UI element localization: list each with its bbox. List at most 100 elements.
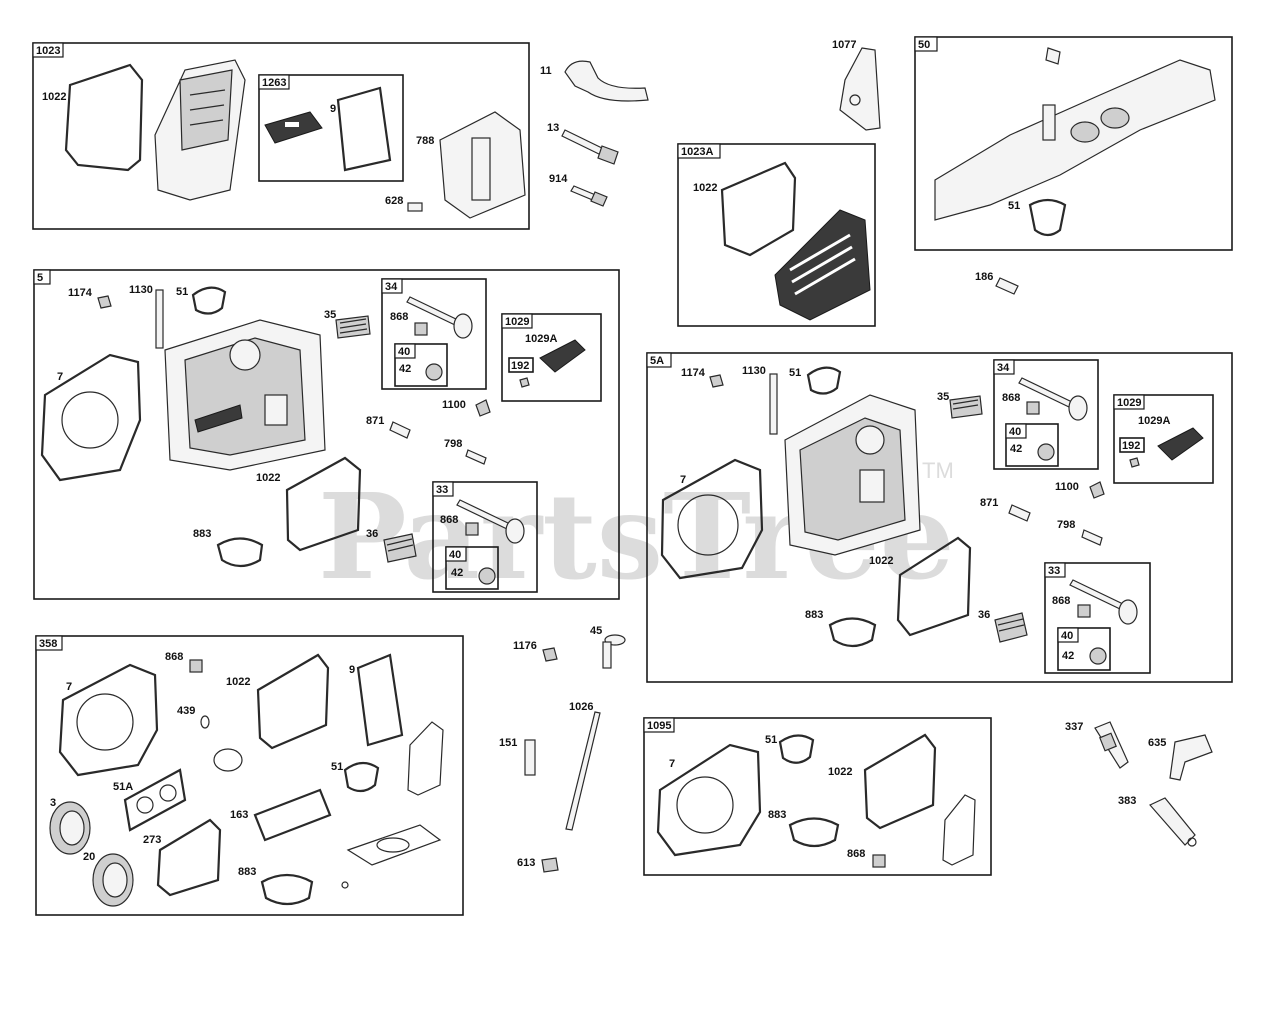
nut-1100[interactable]: 1100 [1055,481,1105,499]
group-1029[interactable]: 1029 [501,313,602,402]
gasket-9[interactable]: 9 [349,653,404,747]
head-gasket-7[interactable]: 7 [40,353,142,482]
o-ring[interactable] [213,748,243,772]
intake-valve[interactable] [456,499,525,544]
gasket-51[interactable]: 51 [176,286,227,315]
group-50[interactable]: 50 [914,36,1233,251]
group-40[interactable]: 40 [394,343,448,387]
group-1023A[interactable]: 1023A [677,143,876,327]
gasket-51[interactable]: 51 [331,761,380,793]
nut-1176[interactable]: 1176 [513,640,558,662]
gasket-1022[interactable]: 1022 [256,456,362,552]
breather-valve[interactable] [264,111,323,144]
group-33[interactable]: 33 [432,481,538,593]
gasket-plate[interactable] [346,824,442,866]
hose-11[interactable]: 11 [540,60,649,102]
head-gasket-7[interactable]: 7 [660,458,764,580]
group-5A[interactable]: 5A [646,352,1233,683]
spring-35[interactable]: 35 [937,391,983,419]
stud-798[interactable]: 798 [444,438,487,465]
dowel-151[interactable]: 151 [499,737,536,776]
gasket-1022[interactable]: 1022 [693,161,797,257]
screw-613[interactable]: 613 [517,857,559,873]
bracket-1077[interactable]: 1077 [832,39,881,131]
pin-45[interactable]: 45 [590,625,626,669]
valve-seal-868[interactable]: 868 [165,651,203,673]
tool-383[interactable]: 383 [1118,795,1197,847]
spring-36[interactable]: 36 [978,609,1028,643]
fitting-186[interactable]: 186 [975,271,1019,295]
gasket-51A[interactable]: 51A [113,768,187,832]
rocker-arm-1029A[interactable]: 1029A [525,333,586,373]
seal-439[interactable]: 439 [177,705,210,729]
valve-seal-868[interactable]: 868 [1052,595,1091,618]
group-192[interactable]: 192 [1119,437,1145,468]
gasket-883[interactable]: 883 [805,609,877,648]
gasket-9[interactable]: 9 [330,86,392,172]
rocker-cover-1023A[interactable] [774,209,871,321]
gasket-273[interactable]: 273 [143,818,222,897]
bracket-788[interactable]: 788 [416,111,526,219]
rocker-cover[interactable] [154,59,246,201]
screw-628[interactable]: 628 [385,195,423,212]
spring-35[interactable]: 35 [324,309,371,339]
gasket-1022[interactable]: 1022 [869,536,972,637]
pin-1130[interactable]: 1130 [129,284,164,349]
gasket-51[interactable]: 51 [789,366,842,395]
gasket-1022[interactable]: 1022 [42,63,144,172]
pushrod-1026[interactable]: 1026 [565,701,601,831]
stud-798[interactable]: 798 [1057,519,1103,546]
head-gasket-7[interactable]: 7 [58,663,159,777]
gasket-883[interactable]: 883 [768,809,840,848]
pin-1130[interactable]: 1130 [742,365,778,435]
group-34[interactable]: 34 [993,359,1099,470]
small-o-ring[interactable] [341,881,349,889]
group-34[interactable]: 34 [381,278,487,390]
retainer-42[interactable]: 42 [451,567,496,585]
seal-3[interactable]: 3 [49,797,91,855]
gasket-51[interactable]: 51 [765,734,815,764]
group-1263[interactable]: 1263 [258,74,404,182]
gasket-1022[interactable]: 1022 [226,653,330,750]
group-5[interactable]: 5 [33,269,620,600]
nut-1100[interactable]: 1100 [442,399,491,417]
group-40[interactable]: 40 [445,546,499,590]
cylinder-head[interactable] [784,394,921,556]
valve-seal-868[interactable]: 868 [1002,392,1040,415]
group-1095[interactable]: 1095 [643,717,992,876]
rocker-arm-1029A[interactable]: 1029A [1138,415,1204,461]
guide-871[interactable]: 871 [366,415,411,439]
group-33[interactable]: 33 [1044,562,1151,674]
valve-seal-868[interactable]: 868 [440,514,479,536]
intake-valve[interactable] [1069,579,1138,625]
group-192[interactable]: 192 [508,357,534,388]
retainer-42[interactable]: 42 [1062,647,1107,665]
valve-seal-868[interactable]: 868 [390,311,428,336]
cylinder-head[interactable] [164,319,326,471]
gasket-883[interactable]: 883 [193,528,264,568]
gasket-883[interactable]: 883 [238,866,314,906]
head-gasket-7[interactable]: 7 [656,743,762,857]
retainer-42[interactable]: 42 [1010,443,1055,461]
intake-manifold[interactable] [934,47,1216,221]
nut-1174[interactable]: 1174 [681,367,724,388]
nut-1174[interactable]: 1174 [68,287,112,309]
boot-635[interactable]: 635 [1148,734,1213,781]
exhaust-valve[interactable] [406,296,473,339]
spark-plug-337[interactable]: 337 [1065,721,1129,769]
gasket-1022[interactable]: 1022 [828,733,937,830]
group-1023[interactable]: 1023 [32,42,530,230]
exhaust-valve[interactable] [1018,377,1088,421]
retainer-42[interactable]: 42 [399,363,443,381]
group-40[interactable]: 40 [1005,423,1059,467]
seal-20[interactable]: 20 [83,851,134,907]
valve-seal-868[interactable]: 868 [847,848,886,868]
gasket-163[interactable]: 163 [230,788,332,842]
bolt-914[interactable]: 914 [549,173,608,207]
gasket-flat[interactable] [942,794,976,866]
group-358[interactable]: 358 [35,635,464,916]
bolt-13[interactable]: 13 [547,122,619,165]
group-40[interactable]: 40 [1057,627,1111,671]
guide-871[interactable]: 871 [980,497,1031,522]
group-1029[interactable]: 1029 [1113,394,1214,484]
